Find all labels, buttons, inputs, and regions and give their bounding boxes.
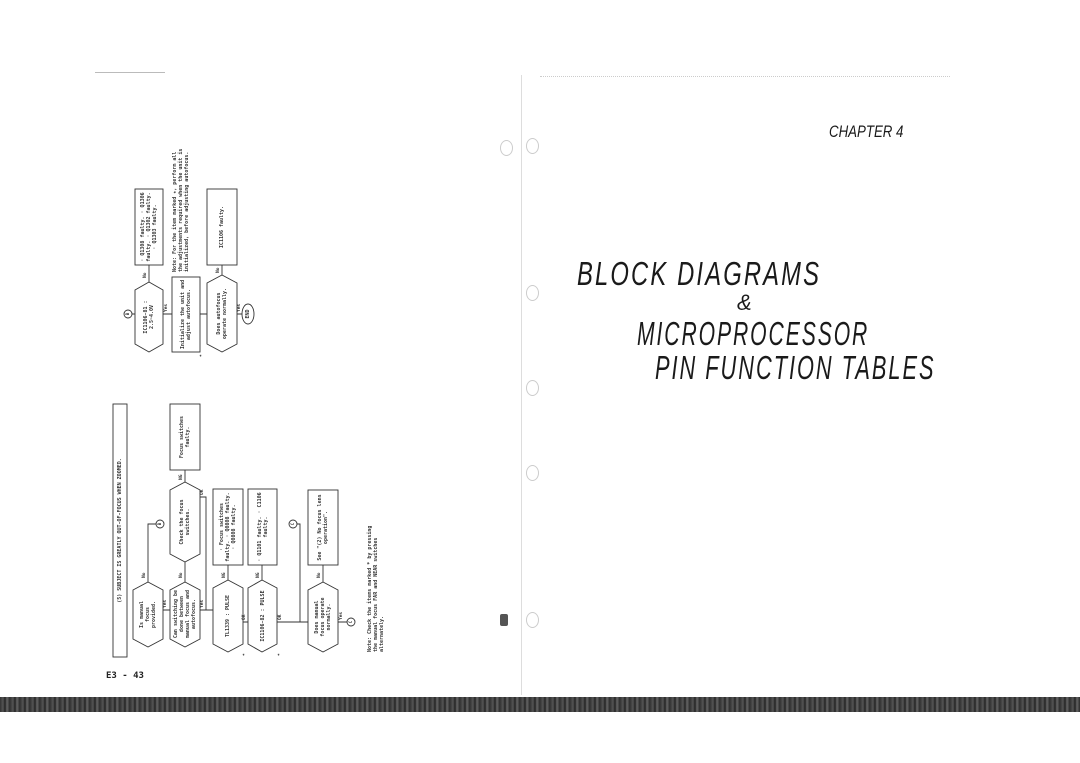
label-ng: NG <box>256 572 261 578</box>
connector-c-bottom: C <box>348 620 353 624</box>
title-ampersand: & <box>737 290 752 315</box>
scan-top-line-left <box>95 72 165 73</box>
note-bottom: Note: Check the items marked * by pressi… <box>367 525 385 652</box>
node-ic1106-82-ng-box: · Q1101 faulty. · C1106 faulty. <box>256 492 269 562</box>
node-see-no-focus-lens: See "(2) No focus lens operation". <box>317 494 329 561</box>
binding-hole <box>526 285 539 301</box>
connector-b-top: B <box>125 312 130 316</box>
scan-bottom-band <box>0 697 1080 712</box>
label-ok: OK <box>242 614 247 620</box>
node-ic1106-82-pulse: IC1106-82 : PULSE <box>259 590 266 642</box>
connector-c: C <box>290 522 295 526</box>
node-ic1106-81-no-box: · Q1308 faulty. · Q1306 faulty. · Q1302 … <box>140 192 158 262</box>
connector-b: B <box>157 522 162 526</box>
label-ng: NG <box>222 572 227 578</box>
node-autofocus-normal: Does autofocus operate normally. <box>216 287 228 340</box>
label-ng: NG <box>179 474 184 480</box>
label-yes: Yes <box>200 599 205 608</box>
label-yes: Yes <box>339 611 344 620</box>
section-title-box <box>112 403 128 658</box>
node-ic1106-faulty: IC1106 faulty. <box>219 205 225 249</box>
node-manual-focus-provided: Is manual focus provided. <box>139 600 157 629</box>
node-tl1339-pulse: TL1339 : PULSE <box>225 594 231 638</box>
chapter-label: CHAPTER 4 <box>829 122 904 141</box>
node-can-switch: Can switching be done between manual foc… <box>173 589 197 639</box>
binding-hole <box>526 465 539 481</box>
title-block-diagrams: BLOCK DIAGRAMS <box>577 255 822 292</box>
end-terminal: END <box>245 309 251 319</box>
node-focus-switches-faulty: Focus switches faulty. <box>179 415 191 459</box>
label-yes: Yes <box>237 303 242 312</box>
scan-top-line-right <box>540 76 950 77</box>
binding-hole <box>526 612 539 628</box>
node-tl1339-ng-box: · Focus switches faulty. · Q0808 faulty.… <box>219 492 237 562</box>
node-ic1106-81-voltage: IC1106-81 : 2.5~4.0V <box>143 300 155 334</box>
binding-hole <box>526 380 539 396</box>
star-mark: * <box>278 653 283 656</box>
label-no: No <box>216 267 221 273</box>
title-pin-function-tables: PIN FUNCTION TABLES <box>655 349 936 386</box>
flowchart-shapes <box>112 188 356 658</box>
node-check-focus-switches: Check the focus switches. <box>179 499 191 545</box>
node-initialize-unit: Initialize the unit and adjust autofocus… <box>180 279 192 350</box>
star-mark: * <box>200 354 205 357</box>
flowchart: (5) SUBJECT IS GREATLY OUT-OF-FOCUS WHEN… <box>110 142 400 682</box>
label-no: No <box>179 572 184 578</box>
page-number: E3 - 43 <box>106 671 144 681</box>
label-yes: Yes <box>164 303 169 312</box>
section-title: (5) SUBJECT IS GREATLY OUT-OF-FOCUS WHEN… <box>117 458 123 603</box>
label-ok: OK <box>278 614 283 620</box>
label-no: No <box>142 572 147 578</box>
label-ok: OK <box>200 489 205 495</box>
binding-hole <box>500 140 513 156</box>
label-no: No <box>317 572 322 578</box>
label-yes: Yes <box>163 599 168 608</box>
page-gutter <box>521 75 522 695</box>
scan-smudge <box>500 614 508 626</box>
star-mark: * <box>243 653 248 656</box>
label-no: No <box>143 272 148 278</box>
note-top: Note: For the item marked ★, perform all… <box>172 148 190 272</box>
title-microprocessor: MICROPROCESSOR <box>637 315 870 352</box>
binding-hole <box>526 138 539 154</box>
node-manual-focus-normal: Does manual focus operate normally. <box>314 597 332 637</box>
